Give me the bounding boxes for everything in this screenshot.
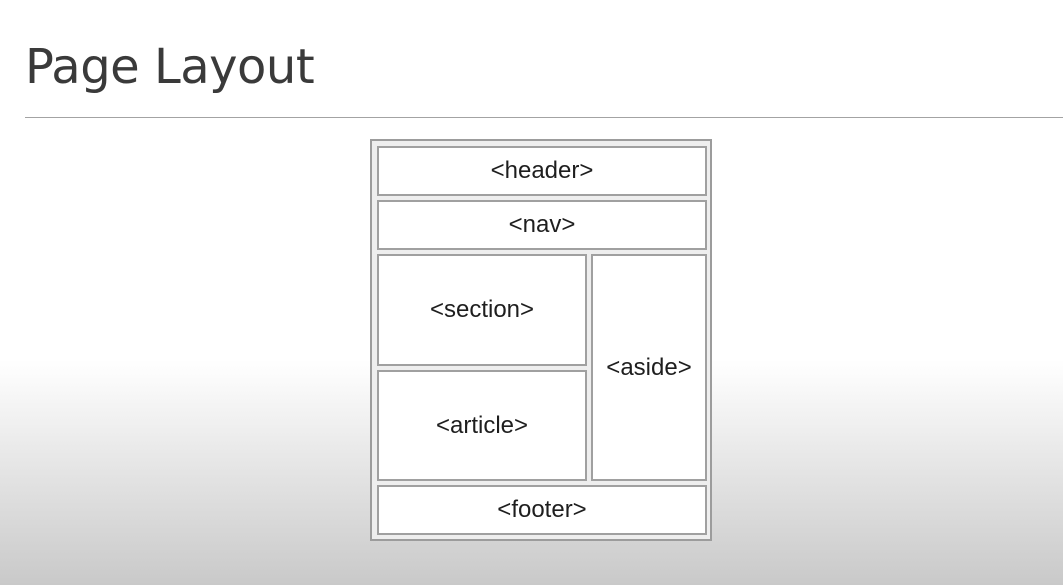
slide-title: Page Layout — [25, 39, 315, 95]
footer-box: <footer> — [377, 485, 707, 535]
section-box: <section> — [377, 254, 587, 366]
title-divider — [25, 117, 1063, 118]
page-layout-diagram: <header> <nav> <section> <article> <asid… — [370, 139, 712, 541]
nav-box: <nav> — [377, 200, 707, 250]
article-box: <article> — [377, 370, 587, 481]
header-box: <header> — [377, 146, 707, 196]
aside-box: <aside> — [591, 254, 707, 481]
